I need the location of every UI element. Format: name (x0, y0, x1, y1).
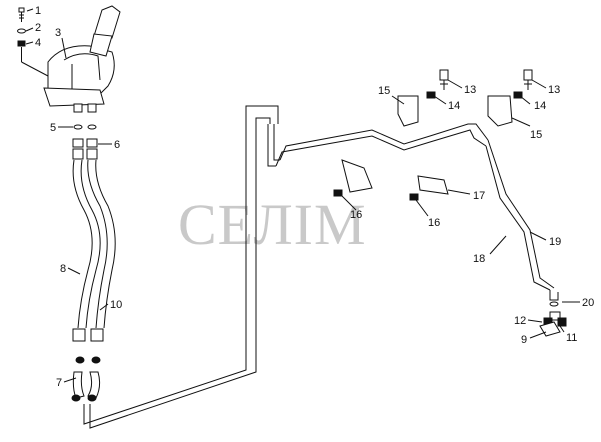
callout-20: 20 (582, 297, 594, 309)
callout-15-right: 15 (530, 129, 542, 141)
watermark-text: СЕЛІМ (178, 192, 367, 257)
callout-11: 11 (566, 332, 577, 344)
pipe-run (83, 105, 559, 429)
callout-4: 4 (35, 37, 41, 49)
callout-16-right: 16 (428, 217, 440, 229)
leader-lines (25, 8, 580, 383)
callout-6: 6 (114, 139, 120, 151)
callout-18: 18 (473, 253, 485, 265)
callout-16-left: 16 (350, 209, 362, 221)
callout-13-right: 13 (548, 84, 560, 96)
callout-14-left: 14 (448, 100, 460, 112)
callout-1: 1 (35, 5, 41, 17)
callout-8: 8 (60, 263, 66, 275)
callout-12: 12 (514, 315, 526, 327)
callout-14-right: 14 (534, 100, 546, 112)
right-fittings (539, 301, 567, 337)
hose-pair (71, 124, 116, 402)
callout-10: 10 (110, 299, 122, 311)
callout-7: 7 (56, 377, 62, 389)
control-valve-assembly (17, 5, 121, 113)
callout-9: 9 (521, 334, 527, 346)
callout-13-left: 13 (464, 84, 476, 96)
callout-2: 2 (35, 22, 41, 34)
callout-17: 17 (473, 190, 485, 202)
callout-19: 19 (549, 236, 561, 248)
callout-3: 3 (55, 27, 61, 39)
callout-5: 5 (50, 122, 56, 134)
callout-15-left: 15 (378, 85, 390, 97)
callout-labels: 1 2 3 4 5 6 7 8 9 10 11 12 13 13 14 14 1… (35, 5, 594, 389)
